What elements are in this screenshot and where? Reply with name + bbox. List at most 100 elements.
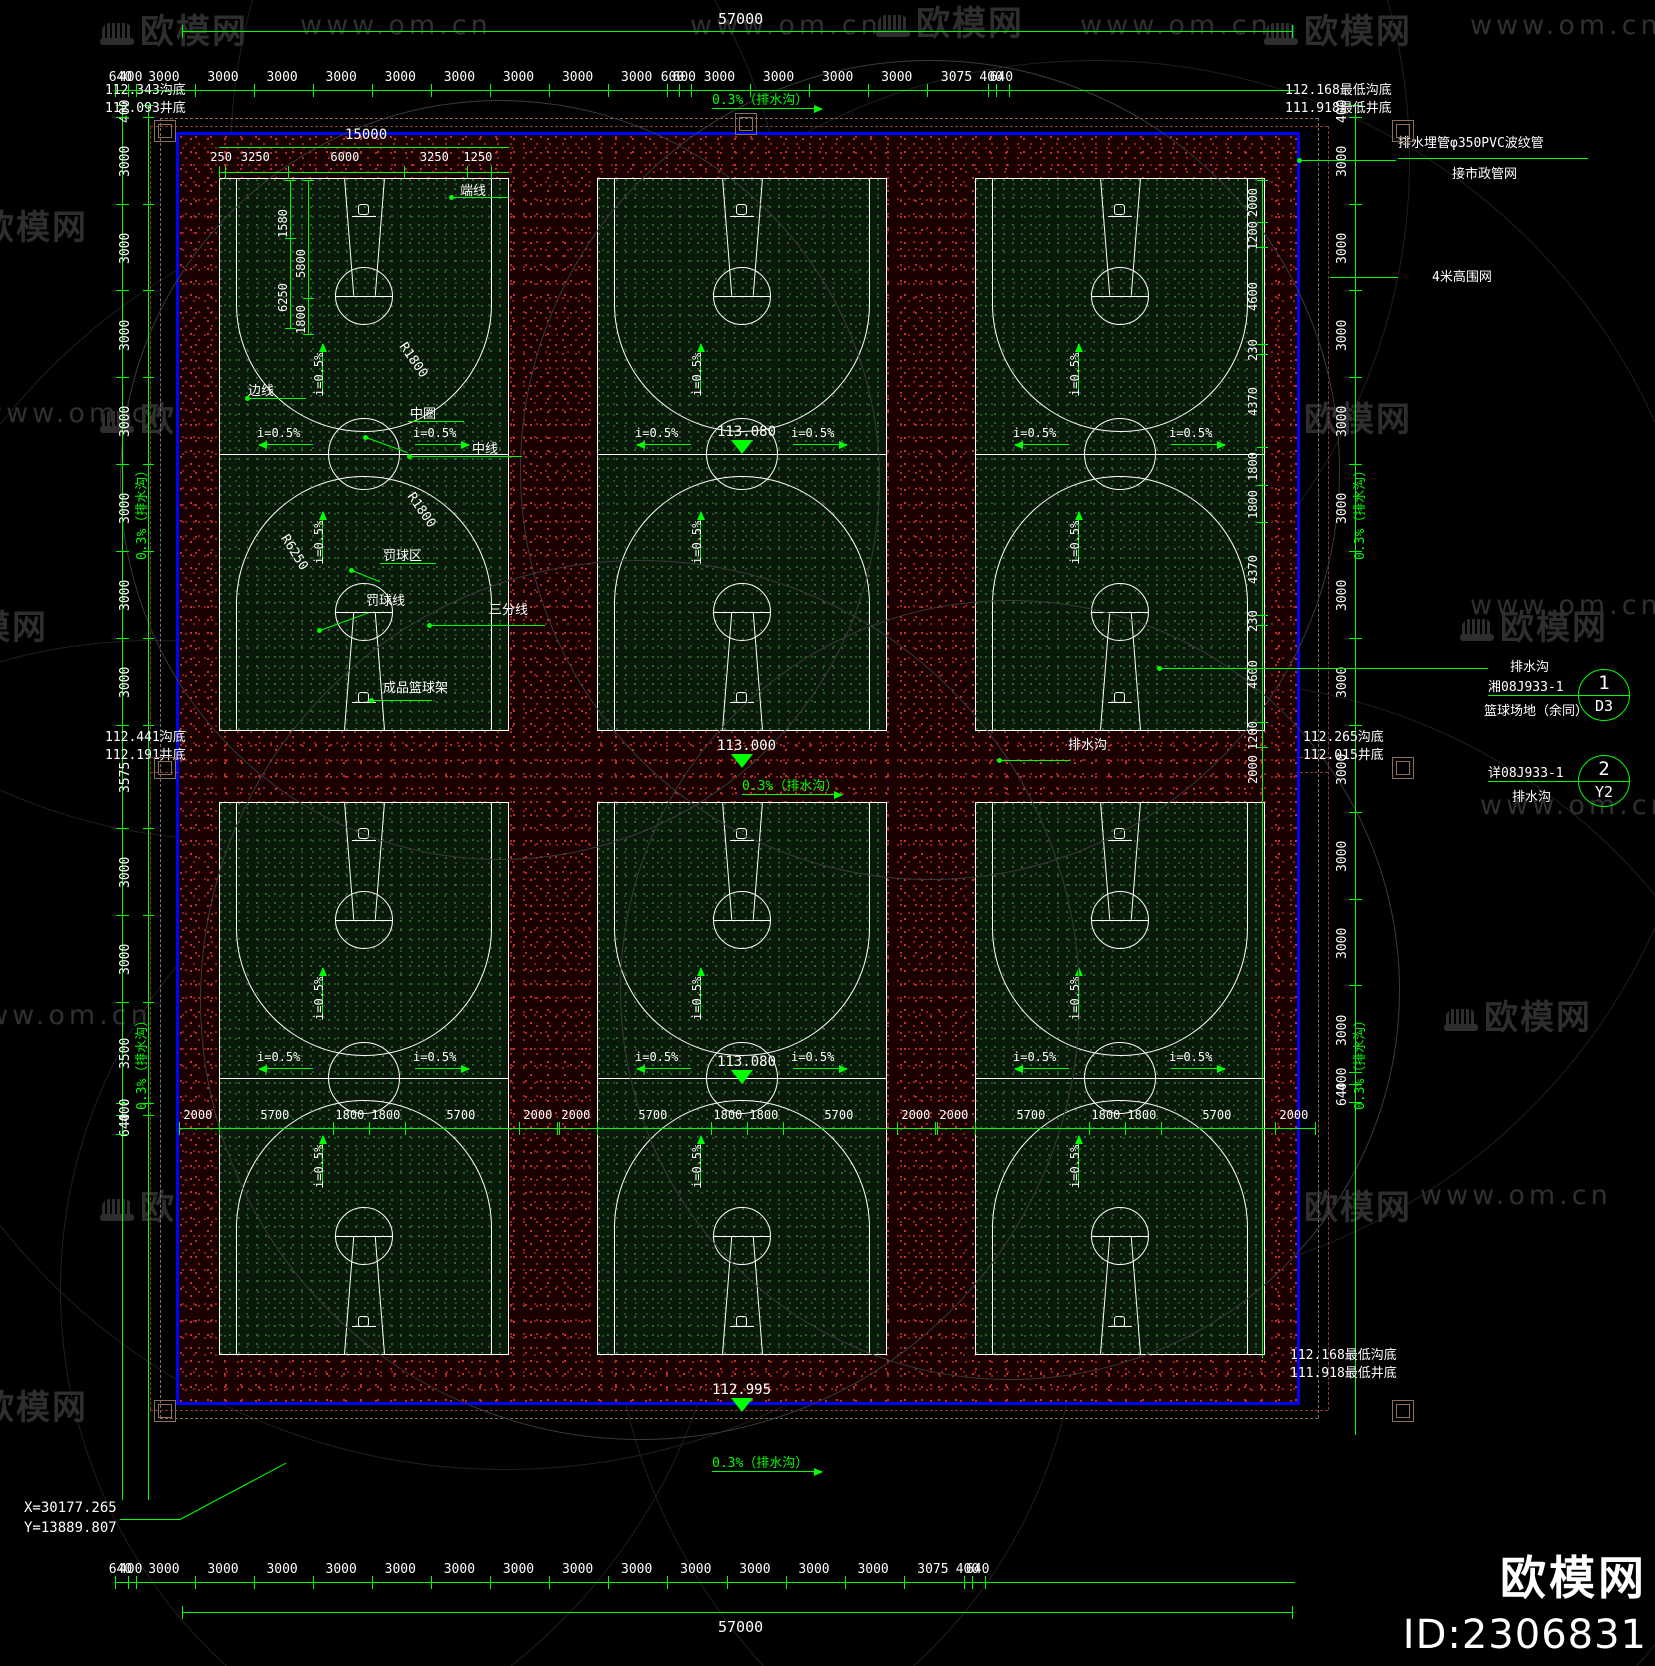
manhole-bottom-left	[154, 1400, 176, 1422]
court-block-width-dimline	[219, 147, 509, 148]
top-dim-value: 3000	[384, 70, 416, 85]
dim-tick	[116, 1114, 129, 1116]
badge-logo: 欧模网	[1500, 1551, 1647, 1605]
court-top-dim-value: 250	[210, 150, 232, 164]
court-hoop-top	[1108, 828, 1132, 842]
top-dim-value: 400	[118, 70, 143, 85]
dim-tick	[927, 84, 929, 97]
left-dim-value: 3000	[118, 232, 133, 264]
top-dim-value: 3000	[266, 70, 298, 85]
detail-bubble-1[interactable]: 1 D3	[1578, 669, 1630, 721]
label-center-circle: 中圈	[410, 407, 437, 422]
end-line-dot	[449, 195, 454, 200]
court-boundary-bottom	[219, 1354, 509, 1356]
bottom-dim-value: 400	[955, 1562, 980, 1577]
dim-tick	[115, 84, 116, 97]
court-free-throw-circle-top	[335, 267, 393, 325]
detail-bubble-1-sheet: D3	[1594, 697, 1614, 715]
elev-top-right-ditch: 112.168最低沟底	[1285, 83, 1392, 98]
court-hoop-bottom	[352, 690, 376, 704]
court-three-point-straight-left-top	[614, 178, 616, 214]
court-free-throw-circle-top	[1091, 267, 1149, 325]
court-boundary-bottom	[975, 730, 1265, 732]
court-boundary-bottom	[597, 1354, 887, 1356]
court-slope-label-right: i=0.5%	[791, 1050, 835, 1064]
court-slope-label-right: i=0.5%	[413, 426, 457, 440]
manhole-mid-right	[1392, 757, 1414, 779]
manhole-mid-left	[154, 757, 176, 779]
drain-slope-right-2: 0.3%（排水沟）	[1353, 1013, 1368, 1110]
court-three-point-straight-right-top	[869, 178, 871, 214]
court-three-point-arc-bottom	[614, 1100, 870, 1354]
watermark-logo: 欧模网	[0, 208, 88, 248]
court-three-point-straight-left-top	[992, 802, 994, 838]
detail-bubble-2-number: 2	[1598, 758, 1610, 780]
court-slope-label-right: i=0.5%	[791, 426, 835, 440]
right-inner-dim-value: 2000	[1246, 187, 1260, 217]
dim-tick	[253, 1576, 255, 1589]
court-slope-arrow-right	[415, 1064, 470, 1073]
elevation-label-high-bottom: 113.080	[717, 1054, 777, 1070]
court-slope-label-right: i=0.5%	[1169, 1050, 1213, 1064]
dim-tick	[285, 180, 296, 181]
dim-tick	[597, 1122, 598, 1135]
dim-tick	[1349, 811, 1362, 813]
end-line-underline	[452, 197, 508, 198]
dim-tick	[143, 915, 154, 917]
pipe-leader-dot	[1297, 158, 1302, 163]
sideline-dot	[245, 396, 250, 401]
bottom-inner-dim-value: 5700	[260, 1108, 290, 1122]
elev-bot-right-ditch: 112.168最低沟底	[1290, 1348, 1397, 1363]
right-dim-value: 3000	[1335, 927, 1350, 959]
bottom-dim-value: 3000	[680, 1562, 712, 1577]
dim-tick	[490, 1576, 492, 1589]
dim-tick	[1349, 551, 1362, 552]
dim-tick	[143, 1002, 154, 1003]
bottom-inner-dim-value: 2000	[523, 1108, 553, 1122]
top-dim-value: 3000	[762, 70, 795, 85]
fence-line-left	[160, 118, 161, 1418]
court-three-point-arc-bottom	[236, 1100, 492, 1354]
dim-tick	[1257, 354, 1268, 356]
elev-mid-right-ditch: 112.265沟底	[1303, 730, 1384, 745]
court-vert-dim-line-d	[308, 298, 309, 334]
dim-tick	[219, 1122, 220, 1135]
dim-tick	[371, 84, 373, 97]
court-slope-label-up: i=0.5%	[690, 352, 704, 396]
top-dim-value: 600	[660, 70, 685, 85]
court-slope-label-down: i=0.5%	[1068, 520, 1082, 564]
dim-tick	[1008, 84, 1010, 97]
center-line-dot	[407, 454, 412, 459]
court-slope-label-up: i=0.5%	[690, 976, 704, 1020]
dim-tick	[691, 84, 692, 97]
dim-tick	[988, 84, 989, 97]
top-dim-value: 640	[108, 70, 133, 85]
detail-bubble-2[interactable]: 2 Y2	[1578, 755, 1630, 807]
court-hoop-bottom	[730, 1314, 754, 1328]
overall-width-dimline-bottom	[182, 1612, 1292, 1613]
right-dim-value: 3000	[1335, 232, 1350, 264]
hoop-leader	[372, 700, 432, 701]
court-three-point-straight-right-bottom	[491, 1318, 493, 1354]
top-dim-value: 3000	[148, 70, 180, 85]
annotation-ditch-mid: 排水沟	[1068, 738, 1108, 753]
right-dim-value: 3000	[1335, 666, 1350, 699]
court-vert-dim-1800: 1800	[294, 305, 308, 334]
right-dim-value: 3000	[1335, 319, 1350, 351]
dim-tick	[868, 84, 870, 97]
left-dim-value: 3575	[118, 761, 133, 794]
right-inner-dim-value: 1800	[1246, 452, 1260, 482]
bottom-inner-dim-value: 2000	[901, 1108, 931, 1122]
court-vert-dim-5800: 5800	[294, 249, 308, 278]
elev-mid-right-well: 112.015井底	[1303, 748, 1384, 763]
right-inner-dim-value: 1800	[1246, 490, 1260, 519]
label-three-point-line: 三分线	[489, 603, 529, 618]
ditch-leader-dot	[1157, 666, 1162, 671]
fence-leader	[1330, 277, 1398, 278]
elev-mid-left-ditch: 112.441沟底	[105, 730, 186, 745]
elevation-label-low: 112.995	[712, 1382, 772, 1398]
drain-arrow-bottom	[712, 1467, 823, 1476]
court-top-dim-line	[219, 172, 509, 173]
bottom-dim-value: 3000	[266, 1562, 298, 1577]
dim-tick	[143, 203, 154, 205]
